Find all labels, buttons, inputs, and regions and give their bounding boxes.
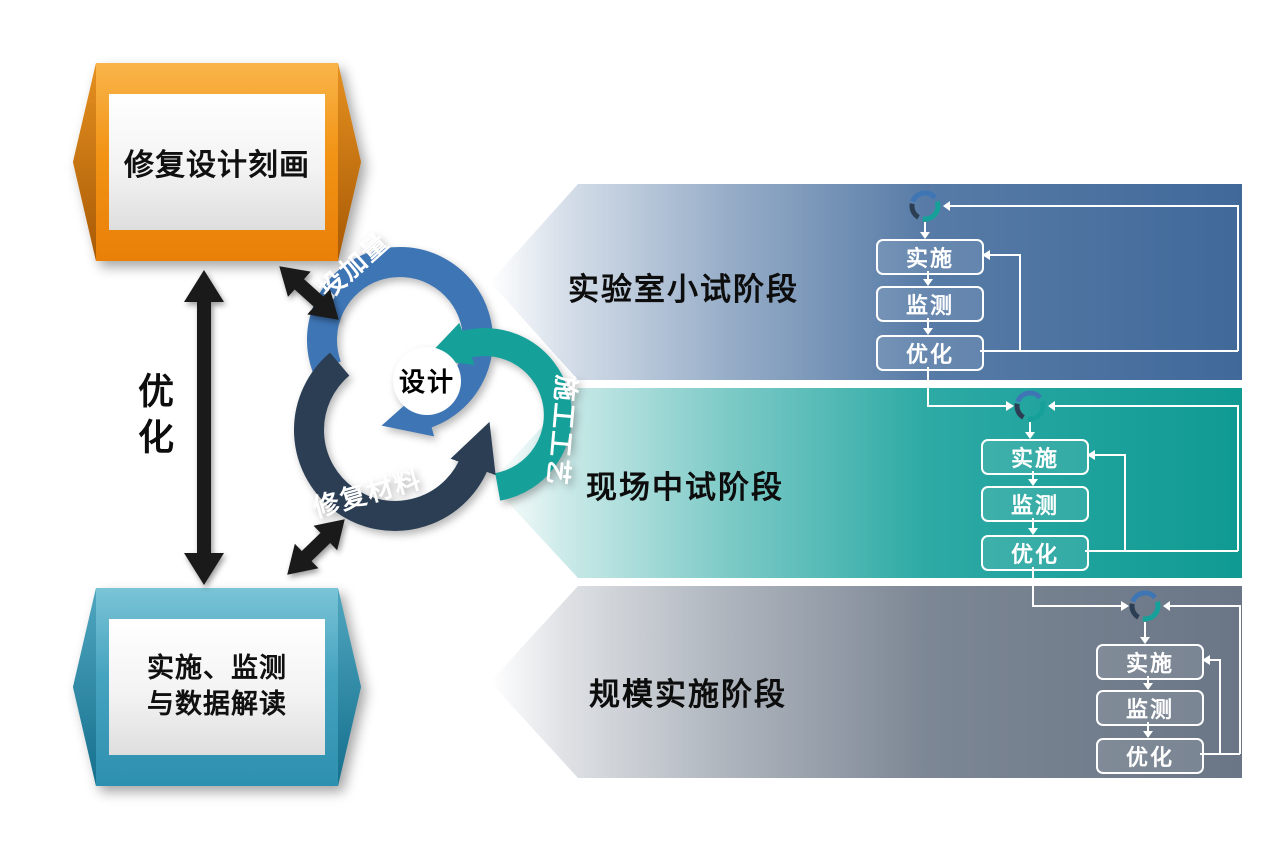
- banner-title-line1: 实施、监测: [147, 652, 287, 684]
- banner-title: 实施、监测 与数据解读: [147, 651, 287, 724]
- implementation-banner: 实施、监测 与数据解读: [73, 588, 361, 786]
- optimize-label: 优化: [132, 372, 173, 464]
- banner-title-line2: 与数据解读: [147, 689, 287, 720]
- optimize-double-arrow: [184, 270, 224, 585]
- banner-panel: 实施、监测 与数据解读: [109, 618, 325, 756]
- step-box-implement: 实施: [876, 239, 984, 275]
- design-center-label: 设计: [399, 368, 455, 398]
- banner-title: 修复设计刻画: [124, 148, 310, 183]
- step-box-implement: 实施: [1096, 644, 1204, 680]
- banner-panel: 修复设计刻画: [109, 93, 325, 231]
- step-box-monitor: 监测: [981, 486, 1089, 522]
- cycle-center: [393, 347, 461, 415]
- process-arc-arrow: [424, 322, 572, 501]
- stage-label-pilot: 现场中试阶段: [586, 470, 784, 506]
- repair-design-banner: 修复设计刻画: [73, 63, 361, 261]
- step-box-optimize: 优化: [1096, 738, 1204, 774]
- step-box-optimize: 优化: [981, 535, 1089, 571]
- material-arc-arrow: [294, 352, 496, 531]
- step-box-implement: 实施: [981, 439, 1089, 475]
- step-box-optimize: 优化: [876, 335, 984, 371]
- step-box-monitor: 监测: [876, 286, 984, 322]
- design-cycle-diagram: 设计 投加量 施工工艺 修复材料: [294, 227, 582, 531]
- stage-label-lab: 实验室小试阶段: [568, 272, 799, 308]
- stage-band-scale: [490, 586, 1242, 778]
- stage-label-scale: 规模实施阶段: [589, 677, 787, 713]
- step-box-monitor: 监测: [1096, 690, 1204, 726]
